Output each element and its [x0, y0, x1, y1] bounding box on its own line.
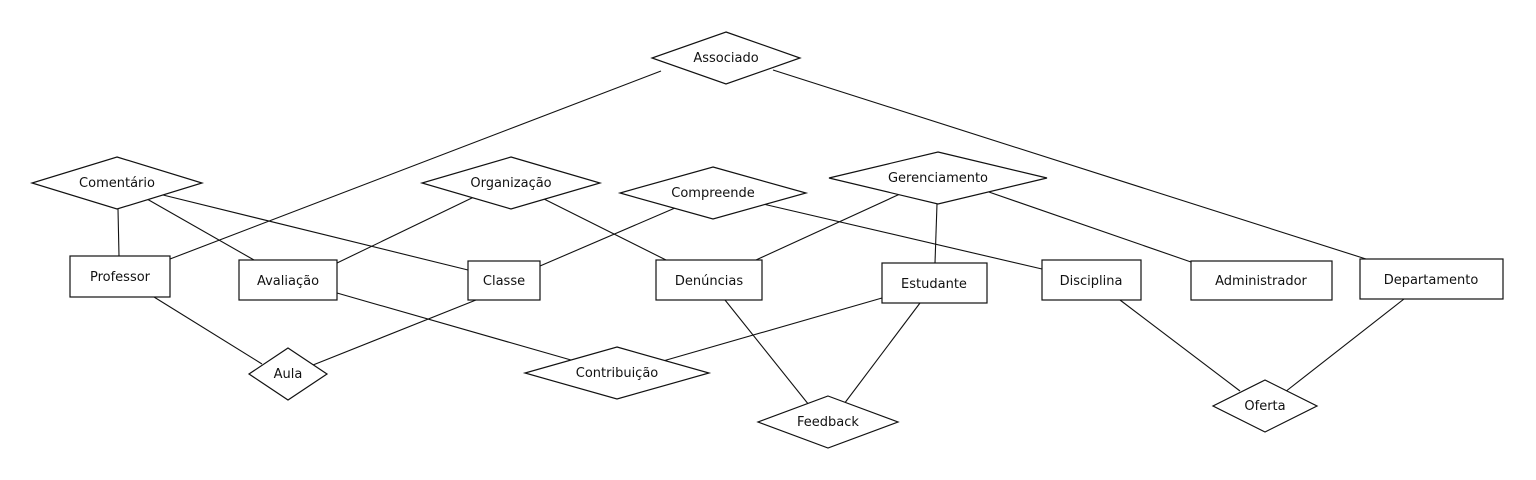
connector-organizacao-avaliacao — [336, 195, 477, 264]
relationship-label: Associado — [693, 51, 758, 66]
relationship-label: Aula — [274, 367, 303, 382]
relationship-label: Compreende — [671, 186, 755, 201]
relationship-feedback[interactable]: Feedback — [756, 395, 900, 449]
entity-administrador[interactable]: Administrador — [1190, 260, 1333, 301]
relationship-aula[interactable]: Aula — [247, 347, 329, 401]
entity-label: Administrador — [1215, 274, 1307, 289]
connector-comentario-avaliacao — [146, 198, 255, 261]
relationship-oferta[interactable]: Oferta — [1211, 379, 1319, 433]
connector-gerenciamento-estudante — [934, 203, 938, 264]
connector-associado-professor — [169, 70, 662, 260]
connector-gerenciamento-administrador — [985, 190, 1192, 263]
relationship-label: Contribuição — [576, 366, 659, 381]
relationship-comentario[interactable]: Comentário — [29, 156, 205, 210]
relationship-contribuicao[interactable]: Contribuição — [522, 346, 712, 400]
relationship-label: Oferta — [1244, 399, 1285, 414]
entity-label: Avaliação — [257, 274, 319, 289]
connector-oferta-departamento — [1284, 298, 1405, 393]
relationship-compreende[interactable]: Compreende — [617, 166, 809, 220]
connector-comentario-professor — [117, 208, 120, 257]
relationship-label: Feedback — [797, 415, 859, 430]
entity-avaliacao[interactable]: Avaliação — [238, 259, 338, 301]
connector-aula-classe — [312, 299, 477, 366]
connector-compreende-classe — [539, 207, 676, 267]
connector-feedback-denuncias — [724, 299, 810, 406]
relationship-label: Comentário — [79, 176, 155, 191]
relationship-organizacao[interactable]: Organização — [419, 156, 603, 210]
entity-denuncias[interactable]: Denúncias — [655, 259, 763, 301]
entity-label: Disciplina — [1060, 274, 1123, 289]
entity-label: Estudante — [901, 277, 967, 292]
relationship-label: Gerenciamento — [888, 171, 988, 186]
connector-gerenciamento-denuncias — [755, 193, 901, 261]
connector-associado-departamento — [772, 69, 1367, 260]
connector-feedback-estudante — [843, 302, 921, 405]
connector-compreende-disciplina — [762, 203, 1043, 270]
entity-label: Professor — [90, 270, 151, 285]
relationship-label: Organização — [470, 176, 551, 191]
entity-label: Classe — [483, 274, 525, 289]
relationship-associado[interactable]: Associado — [650, 31, 802, 85]
entity-professor[interactable]: Professor — [69, 255, 171, 298]
entity-disciplina[interactable]: Disciplina — [1041, 259, 1142, 301]
connector-contribuicao-avaliacao — [336, 292, 572, 361]
connector-layer — [117, 69, 1405, 406]
connector-organizacao-denuncias — [543, 198, 667, 261]
connector-comentario-classe — [162, 194, 469, 271]
entity-label: Denúncias — [675, 274, 743, 289]
entity-departamento[interactable]: Departamento — [1359, 258, 1504, 300]
connector-contribuicao-estudante — [662, 297, 883, 362]
relationship-gerenciamento[interactable]: Gerenciamento — [828, 151, 1048, 205]
entity-estudante[interactable]: Estudante — [881, 262, 988, 304]
connector-aula-professor — [153, 296, 263, 365]
entity-classe[interactable]: Classe — [467, 260, 541, 301]
connector-oferta-disciplina — [1119, 299, 1241, 392]
entity-label: Departamento — [1384, 273, 1479, 288]
